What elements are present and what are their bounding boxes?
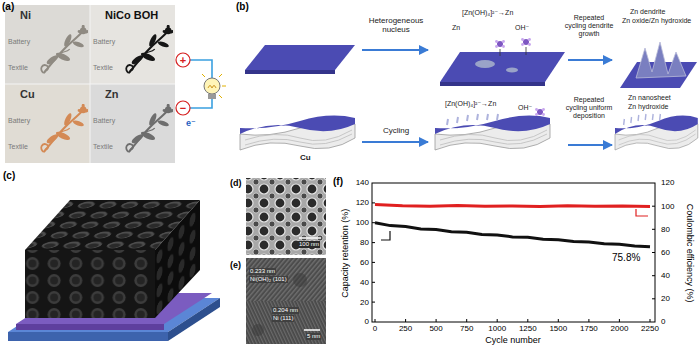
flower-print [126,25,174,73]
fabric-watermark: Battery [93,117,115,125]
zn-deposition-scheme [240,38,698,150]
tick-label: 2250 [641,324,659,333]
material-label: Ni [20,9,31,22]
tick-label: 40 [661,271,670,280]
tick-label: 1000 [488,324,506,333]
scheme-annotation: [Zn(OH)₄]²⁻→Zn [445,100,496,108]
scheme-annotation: Cu [300,153,311,162]
tick-label: 0 [373,324,377,333]
axis-title: Coulombic efficiency (%) [684,204,694,303]
electron-label: e⁻ [186,118,196,128]
tick-label: 20 [360,298,369,307]
panel-letter: (d) [230,178,242,188]
panel-letter: (a) [2,1,14,13]
material-label: Zn [105,88,118,101]
tick-label: 0 [661,317,665,326]
tick-label: 1750 [580,324,598,333]
scheme-annotation: Zn nanosheet [628,94,671,102]
scheme-annotation: Heterogeneous nucleus [358,16,434,34]
tick-label: 60 [661,248,670,257]
tick-label: 2000 [611,324,629,333]
lattice-annotation: Ni(OH)₂ (101) [249,276,288,283]
scale-bar-label: 5 nm [306,333,321,340]
flower-print [126,104,174,152]
fabric-watermark: Battery [8,38,30,46]
coulombic-efficiency-series [375,205,650,207]
panel-letter: (c) [3,170,15,182]
scheme-annotation: OH⁻ [518,104,532,112]
terminal-sign: + [180,54,186,67]
tick-label: 40 [360,278,369,287]
fabric-watermark: Battery [8,117,30,125]
tick-label: 500 [429,324,442,333]
axis-title: Cycle number [485,335,541,345]
scheme-annotation: Zn [452,24,460,32]
scheme-annotation: Repeated cycling dendrite growth [563,14,615,38]
scheme-annotation: [Zn(OH)₄]²⁻→Zn [462,9,513,17]
value-annotation: 75.8% [612,252,640,264]
fabric-watermark: Textile [8,143,28,151]
tick-label: 140 [356,178,369,187]
material-label: Cu [20,88,35,101]
flower-print [41,25,89,73]
tick-label: 1500 [549,324,567,333]
tick-label: 120 [356,198,369,207]
panel-letter: (f) [333,176,343,188]
tick-label: 100 [356,218,369,227]
hrtem-image [246,258,326,344]
fabric-watermark: Battery [93,38,115,46]
tick-label: 100 [661,202,674,211]
scheme-annotation: Zn dendrite [630,8,665,16]
tick-label: 80 [661,225,670,234]
scheme-annotation: OH⁻ [515,24,529,32]
tick-label: 60 [360,258,369,267]
axis-title: Capacity retention (%) [341,208,351,297]
capacity-retention-series [375,223,650,247]
fabric-watermark: Textile [93,64,113,72]
lattice-annotation: 0.204 nm [272,307,299,314]
terminal-sign: − [180,102,186,115]
lattice-annotation: Ni (111) [272,315,294,322]
tick-label: 120 [661,178,674,187]
textile-photo [5,5,175,163]
tick-label: 80 [360,238,369,247]
cycling-chart [372,183,655,322]
tick-label: 250 [399,324,412,333]
panel-letter: (e) [230,260,241,270]
sem-image [246,178,326,255]
tick-label: 20 [661,294,670,303]
material-label: NiCo BOH [105,9,158,22]
flower-print [41,104,89,152]
porous-electrode-3d [8,200,220,341]
fabric-watermark: Textile [8,64,28,72]
scheme-annotation: Zn hydroxide [628,103,668,111]
fabric-watermark: Textile [93,143,113,151]
circuit [176,53,226,115]
tick-label: 750 [460,324,473,333]
scheme-annotation: Zn oxide/Zn hydroxide [622,17,691,25]
lattice-annotation: 0.233 nm [249,268,276,275]
tick-label: 1250 [519,324,537,333]
panel-letter: (b) [236,1,249,13]
scheme-annotation: Repeated cycling uniform deposition [563,96,615,120]
scheme-annotation: Cycling [383,126,409,135]
scale-bar-label: 100 nm [298,241,320,248]
tick-label: 0 [365,317,369,326]
